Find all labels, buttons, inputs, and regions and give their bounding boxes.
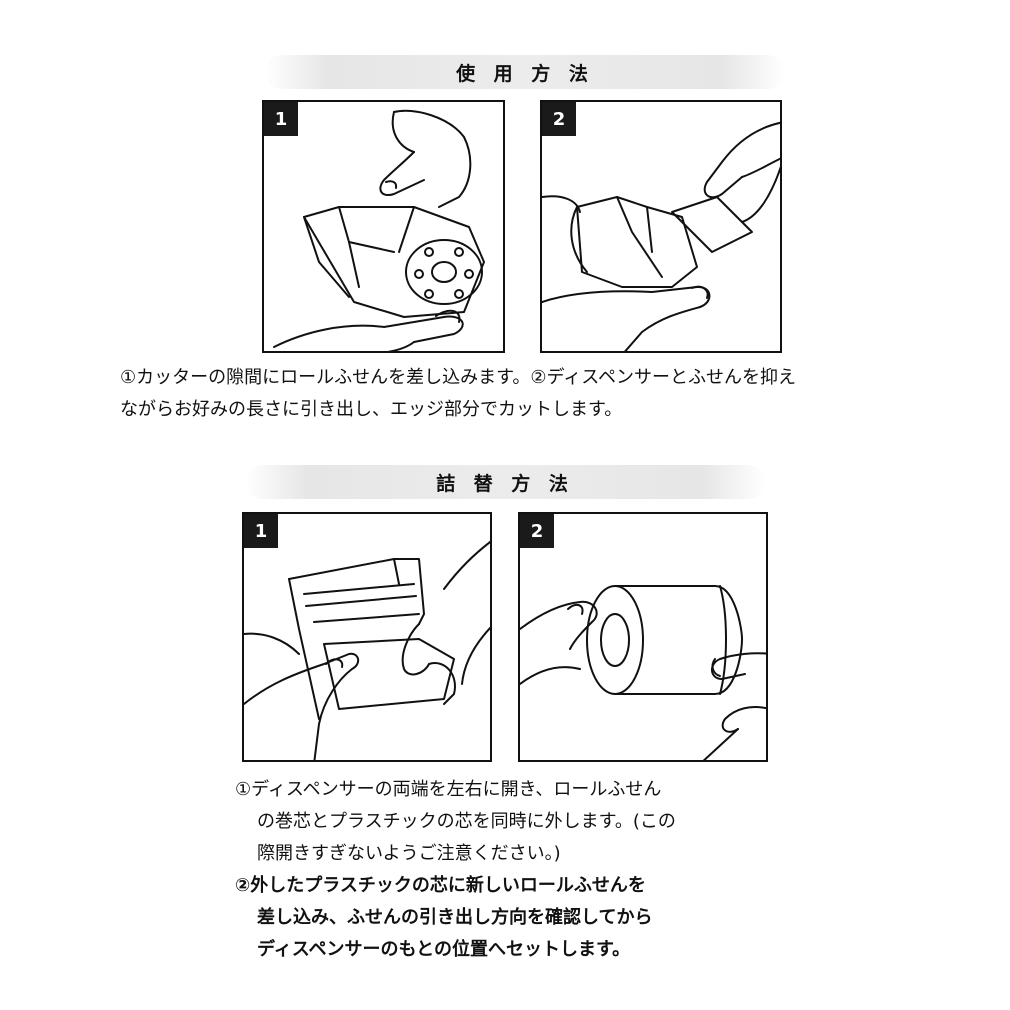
usage-step-2-panel: 2 [540,100,782,353]
step-number-badge: 2 [520,514,554,548]
refill-caption-line: ①ディスペンサーの両端を左右に開き、ロールふせん [235,779,662,800]
usage-caption-line: ながらお好みの長さに引き出し、エッジ部分でカットします。 [120,399,623,420]
usage-step-1-illustration [273,109,485,351]
step-number-badge: 2 [542,102,576,136]
refill-section-title: 詰 替 方 法 [436,472,574,495]
refill-step-1-panel: 1 [242,512,492,762]
step-number-badge: 1 [264,102,298,136]
refill-caption-line: 際開きすぎないようご注意ください。) [257,843,561,864]
usage-instructions: ①カッターの隙間にロールふせんを差し込みます。②ディスペンサーとふせんを抑え な… [120,362,796,426]
usage-section-title: 使 用 方 法 [456,62,594,85]
refill-instructions-step-1: ①ディスペンサーの両端を左右に開き、ロールふせん の巻芯とプラスチックの芯を同時… [235,774,676,870]
refill-caption-line: 差し込み、ふせんの引き出し方向を確認してから [257,907,653,928]
refill-step-2-panel: 2 [518,512,768,762]
usage-step-1-panel: 1 [262,100,505,353]
refill-section-header: 詰 替 方 法 [245,465,765,499]
usage-step-2-illustration [542,121,780,351]
usage-section-header: 使 用 方 法 [265,55,785,89]
refill-step-1-illustration [244,540,490,760]
usage-caption-line: ①カッターの隙間にロールふせんを差し込みます。②ディスペンサーとふせんを抑え [120,367,796,388]
step-number-badge: 1 [244,514,278,548]
refill-step-2-illustration [520,585,766,760]
refill-instructions-step-2: ②外したプラスチックの芯に新しいロールふせんを 差し込み、ふせんの引き出し方向を… [235,870,652,966]
refill-caption-line: ②外したプラスチックの芯に新しいロールふせんを [235,875,646,896]
refill-caption-line: ディスペンサーのもとの位置へセットします。 [257,939,631,960]
refill-caption-line: の巻芯とプラスチックの芯を同時に外します。(この [257,811,676,832]
